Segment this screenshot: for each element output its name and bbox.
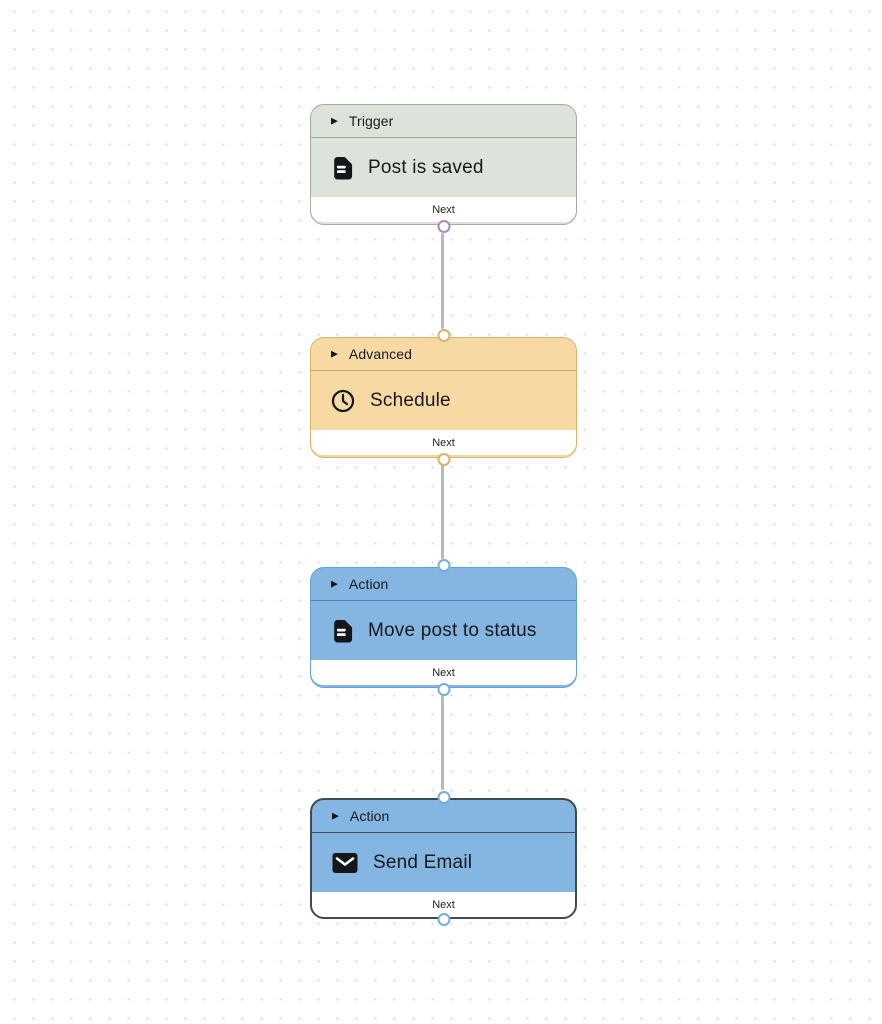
node-category-label: Action xyxy=(349,808,390,824)
node-body[interactable]: Send Email xyxy=(312,833,575,892)
edge-connector[interactable] xyxy=(441,695,444,790)
node-title: Schedule xyxy=(370,389,451,411)
document-icon xyxy=(331,619,353,643)
document-icon xyxy=(331,156,353,180)
collapse-arrow-icon[interactable]: ▶ xyxy=(331,578,338,588)
collapse-arrow-icon[interactable]: ▶ xyxy=(331,348,338,358)
workflow-node-action-send-email[interactable]: ▶ Action Send Email Next xyxy=(310,791,577,926)
output-port[interactable] xyxy=(437,220,450,233)
edge-connector[interactable] xyxy=(441,233,444,329)
edge-connector[interactable] xyxy=(441,465,444,559)
next-port-label: Next xyxy=(432,203,455,216)
node-header[interactable]: ▶ Trigger xyxy=(311,105,576,138)
node-footer: Next xyxy=(311,197,576,222)
node-body[interactable]: Post is saved xyxy=(311,138,576,197)
node-body[interactable]: Move post to status xyxy=(311,601,576,660)
collapse-arrow-icon[interactable]: ▶ xyxy=(331,115,338,125)
node-footer: Next xyxy=(311,660,576,685)
node-header[interactable]: ▶ Action xyxy=(311,568,576,601)
input-port[interactable] xyxy=(437,559,450,572)
node-footer: Next xyxy=(311,430,576,455)
workflow-node-action-move-post[interactable]: ▶ Action Move post to status Next xyxy=(310,559,577,696)
output-port[interactable] xyxy=(437,683,450,696)
node-header[interactable]: ▶ Advanced xyxy=(311,338,576,371)
input-port[interactable] xyxy=(437,791,450,804)
output-port[interactable] xyxy=(437,453,450,466)
node-title: Move post to status xyxy=(368,619,537,641)
node-category-label: Advanced xyxy=(348,346,412,362)
node-title: Send Email xyxy=(373,851,473,873)
input-port[interactable] xyxy=(437,329,450,342)
next-port-label: Next xyxy=(432,666,455,679)
clock-icon xyxy=(331,389,355,413)
node-body[interactable]: Schedule xyxy=(311,371,576,430)
next-port-label: Next xyxy=(432,436,455,449)
node-footer: Next xyxy=(312,892,575,917)
node-category-label: Action xyxy=(348,576,389,592)
output-port[interactable] xyxy=(437,913,450,926)
next-port-label: Next xyxy=(432,898,455,911)
node-header[interactable]: ▶ Action xyxy=(312,800,575,833)
node-title: Post is saved xyxy=(368,156,484,178)
email-icon xyxy=(332,852,358,874)
node-category-label: Trigger xyxy=(348,113,394,129)
workflow-node-trigger[interactable]: ▶ Trigger Post is saved Next xyxy=(310,104,577,233)
collapse-arrow-icon[interactable]: ▶ xyxy=(332,810,339,820)
workflow-node-advanced-schedule[interactable]: ▶ Advanced Schedule Next xyxy=(310,329,577,466)
